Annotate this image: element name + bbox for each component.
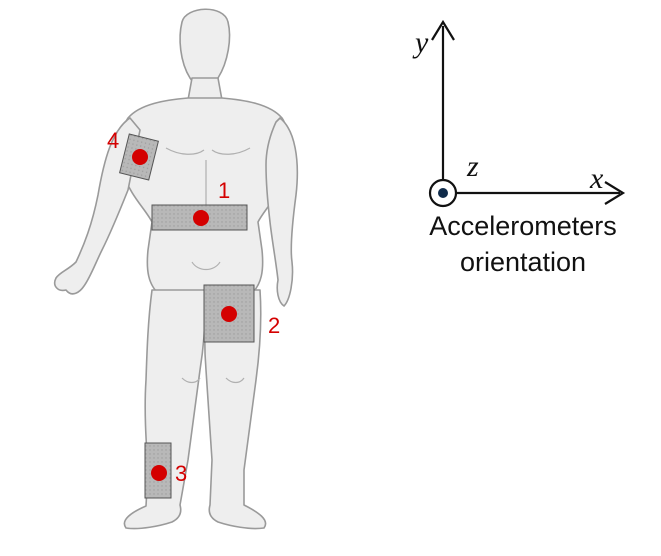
sensor-2-thigh: 2 [203,284,280,343]
human-body-figure [53,8,299,530]
y-axis-arrowhead [431,19,455,41]
sensor-1-waist: 1 [151,178,248,231]
sensor-4-label: 4 [107,128,119,153]
caption-line-1: Accelerometers [429,211,617,241]
sensor-4-marker [132,149,148,165]
sensor-2-label: 2 [268,313,280,338]
sensor-2-marker [221,306,237,322]
sensor-3-shin: 3 [144,442,187,499]
y-axis-label: y [412,26,429,59]
caption-line-2: orientation [459,247,587,277]
sensor-3-label: 3 [175,461,187,486]
sensor-4-forearm: 4 [107,128,159,181]
sensor-3-marker [151,465,167,481]
axes-caption: Accelerometers orientation [398,208,648,280]
axes-diagram: y z x [412,19,626,208]
x-axis-label: x [589,162,604,195]
z-axis-dot [438,188,448,198]
sensor-1-label: 1 [218,178,230,203]
sensor-1-marker [193,210,209,226]
x-axis-arrowhead [604,181,626,205]
z-axis-label: z [466,150,479,183]
